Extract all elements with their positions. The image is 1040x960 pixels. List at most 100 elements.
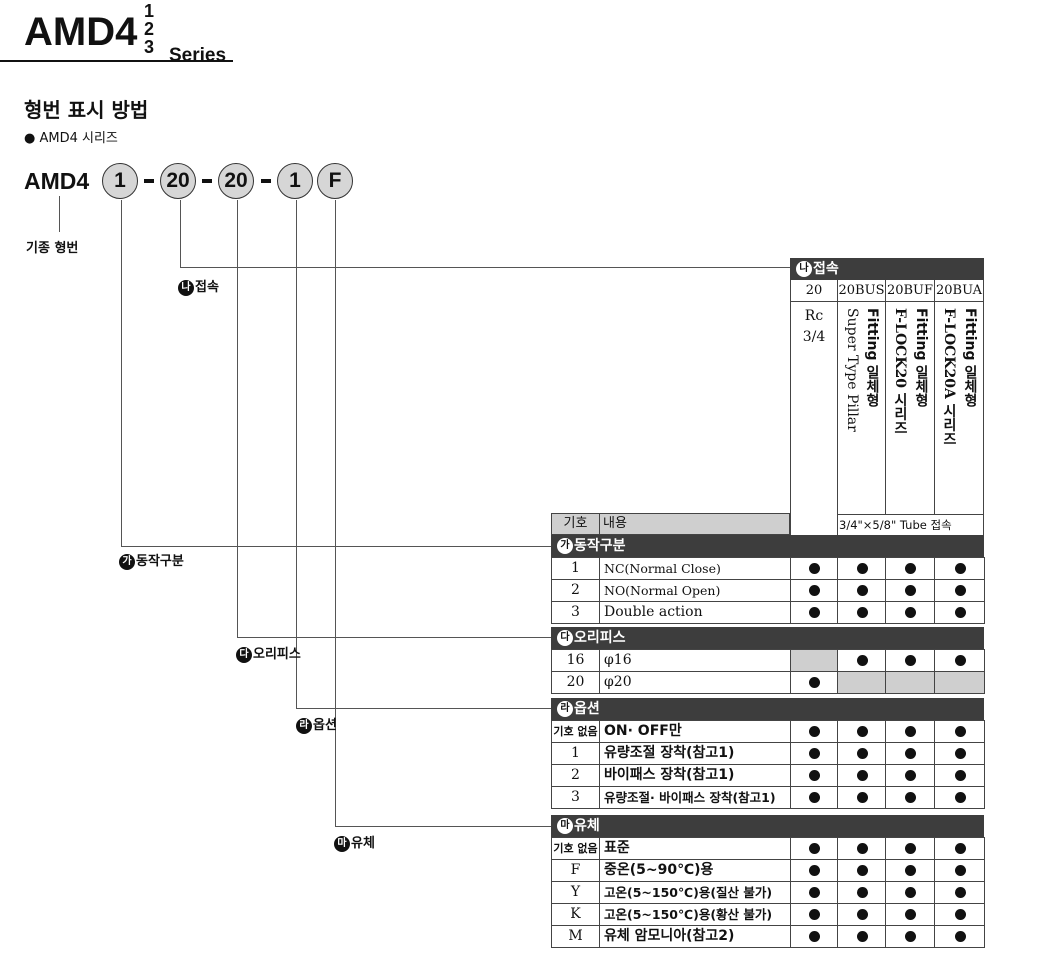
row-code: 1 [551,557,600,580]
available-dot-icon [905,607,916,618]
availability-cell [934,764,985,787]
conn-code-20bus: 20BUS [837,280,886,302]
available-dot-icon [809,931,820,942]
available-dot-icon [856,607,868,618]
available-dot-icon [856,843,868,854]
availability-cell [934,903,985,926]
conn-col2-b: Super Type Pillar [844,308,860,432]
row-code: F [551,859,600,882]
availability-cell [790,601,838,624]
connection-body [790,302,984,535]
available-dot-icon [905,655,916,666]
availability-cell [790,786,838,809]
availability-cell [790,649,838,672]
header-text: 접속 [813,261,839,277]
row-description: 바이패스 장착(참고1) [599,764,791,787]
availability-cell [790,557,838,580]
available-dot-icon [954,792,966,803]
availability-cell [790,903,838,926]
available-dot-icon [954,748,966,759]
available-dot-icon [809,585,820,596]
base-model-label: 기종 형번 [26,241,79,256]
page-title: AMD4 1 2 3 Series [24,2,226,66]
leader-line [296,708,551,709]
label-text: 동작구분 [136,554,184,569]
available-dot-icon [905,792,916,803]
header-text: 옵션 [574,701,600,717]
tube-note: 3/4"×5/8" Tube 접속 [839,518,952,532]
badge-icon: 나 [178,279,194,296]
badge-icon: 라 [296,717,312,734]
content-column-header: 내용 [599,513,790,535]
row-code: 3 [551,601,600,624]
available-dot-icon [809,726,820,737]
badge-icon: 라 [557,701,573,717]
model-part-5: F [317,163,353,199]
row-code: M [551,925,600,948]
column-divider [934,302,935,514]
availability-cell [790,764,838,787]
row-code: K [551,903,600,926]
availability-cell [790,859,838,882]
availability-cell [885,786,935,809]
title-main: AMD4 [24,10,138,54]
available-dot-icon [809,607,820,618]
available-dot-icon [905,585,916,596]
availability-cell [885,671,935,694]
available-dot-icon [905,931,916,942]
available-dot-icon [954,655,966,666]
row-code: Y [551,881,600,904]
row-description: 중온(5~90℃)용 [599,859,791,882]
model-dash [144,179,154,183]
row-description: NO(Normal Open) [599,579,791,602]
title-series: Series [169,45,227,66]
availability-cell [790,837,838,860]
row-description: ON· OFF만 [599,720,791,743]
availability-cell [934,837,985,860]
conn-col4-b: F-LOCK20A 시리즈 [941,308,957,446]
availability-cell [837,764,886,787]
available-dot-icon [809,909,820,920]
available-dot-icon [905,726,916,737]
availability-cell [837,601,886,624]
available-dot-icon [905,748,916,759]
conn-code-20bua: 20BUA [934,280,984,302]
available-dot-icon [954,931,966,942]
badge-icon: 나 [796,261,812,277]
available-dot-icon [905,770,916,781]
available-dot-icon [809,865,820,876]
title-sup-2: 2 [144,19,155,39]
label-text: 유체 [351,836,375,851]
availability-cell [790,925,838,948]
availability-cell [934,742,985,765]
availability-cell [837,649,886,672]
availability-cell [790,881,838,904]
header-text: 유체 [574,818,600,834]
availability-cell [837,925,886,948]
title-rule [0,60,233,62]
available-dot-icon [809,843,820,854]
badge-icon: 다 [557,630,573,646]
model-part-4: 1 [277,163,313,199]
availability-cell [837,837,886,860]
badge-icon: 마 [334,835,350,852]
available-dot-icon [905,865,916,876]
available-dot-icon [856,770,868,781]
available-dot-icon [856,887,868,898]
available-dot-icon [856,748,868,759]
availability-cell [934,579,985,602]
available-dot-icon [954,726,966,737]
availability-cell [790,671,838,694]
model-part-3: 20 [218,163,254,199]
leader-line [180,200,181,267]
availability-cell [885,764,935,787]
badge-icon: 가 [557,538,573,554]
section-heading: 형번 표시 방법 [24,98,149,122]
availability-cell [934,720,985,743]
leader-line [335,200,336,826]
